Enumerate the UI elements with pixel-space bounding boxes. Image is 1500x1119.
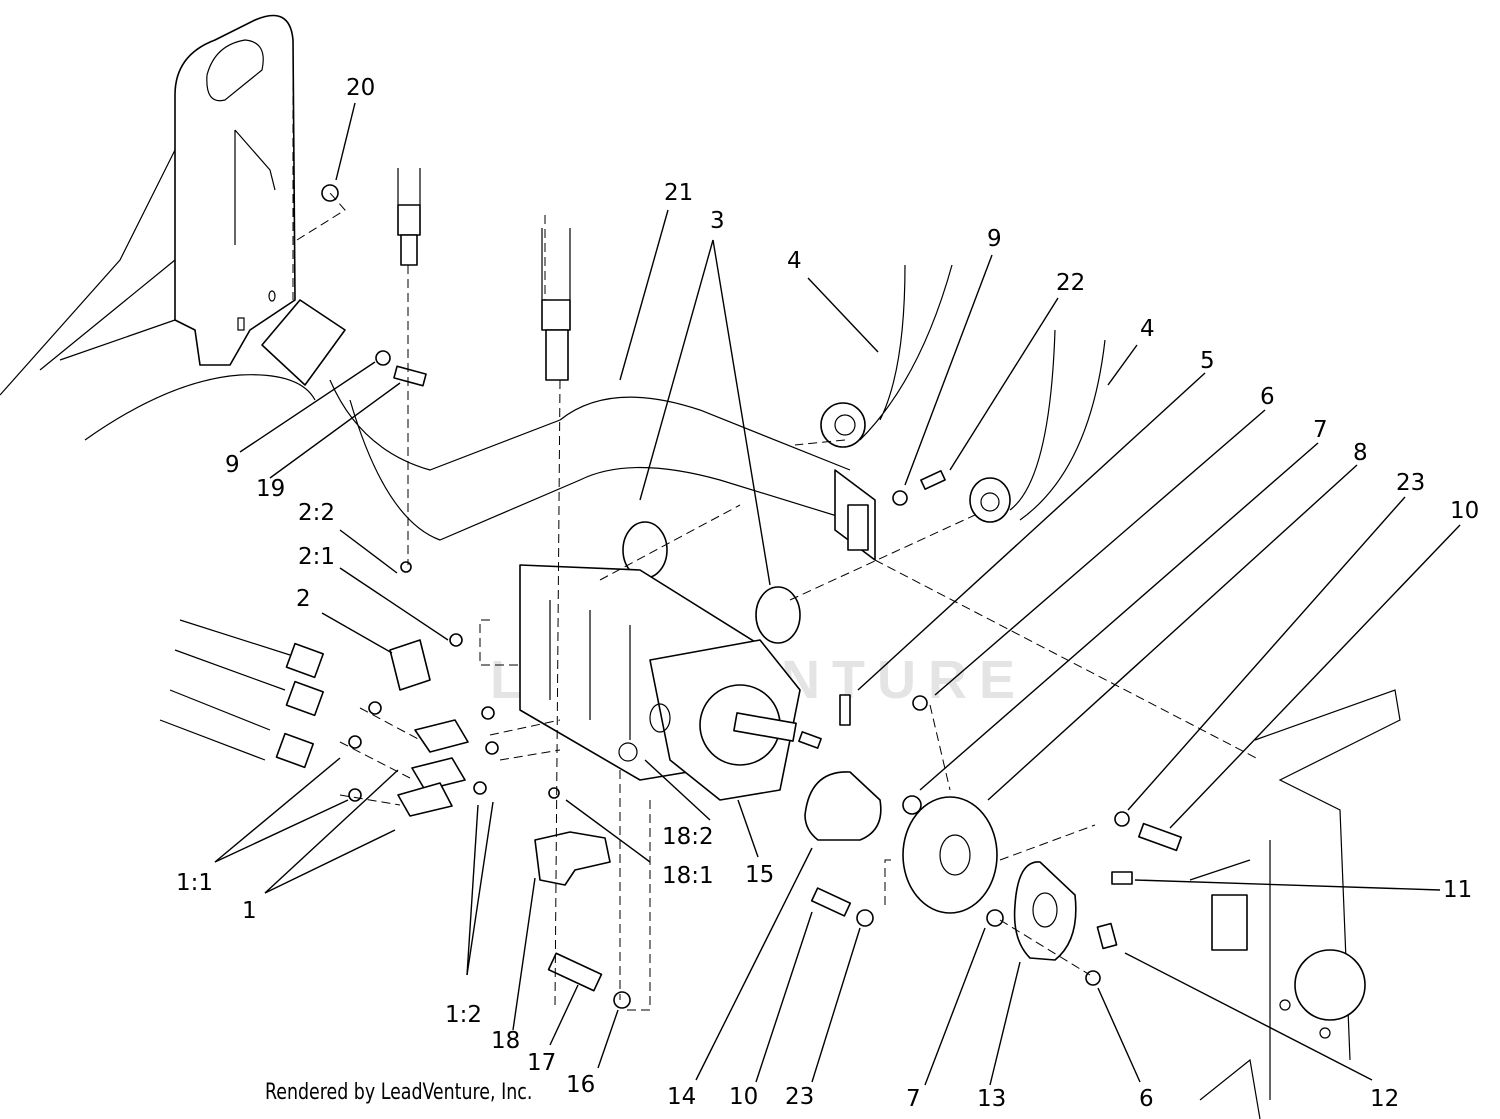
callout-1: 1 [242,898,257,924]
footer-credit: Rendered by LeadVenture, Inc. [265,1080,533,1105]
suction-hoses [820,264,1106,523]
callout-2: 2 [296,586,311,612]
callout-6: 6 [1139,1086,1154,1112]
callout-8: 8 [1353,440,1368,466]
tube-21 [329,379,876,561]
callout-1-2: 1:2 [445,1002,482,1028]
left-frame-bracket [0,14,316,441]
small-mount-bracket [261,299,346,386]
callout-6: 6 [1260,384,1275,410]
callout-14: 14 [667,1084,696,1110]
couplers [902,795,1077,961]
callout-2-2: 2:2 [298,500,335,526]
callout-10: 10 [1450,498,1479,524]
callout-16: 16 [566,1072,595,1098]
callout-1-1: 1:1 [176,870,213,896]
elbow-fitting-18 [534,831,611,886]
callout-3: 3 [710,208,725,234]
mount-plate-14 [804,771,882,841]
fasteners [321,184,1182,1009]
callout-7: 7 [906,1086,921,1112]
callout-9: 9 [225,452,240,478]
callout-18: 18 [491,1028,520,1054]
callout-23: 23 [785,1084,814,1110]
callout-22: 22 [1056,270,1085,296]
callout-4: 4 [787,248,802,274]
callout-leaders [214,102,1461,1086]
callout-5: 5 [1200,348,1215,374]
callout-18-2: 18:2 [662,824,714,850]
callout-7: 7 [1313,417,1328,443]
callout-20: 20 [346,75,375,101]
callout-2-1: 2:1 [298,544,335,570]
hydraulic-hoses-top [397,168,571,381]
callout-9: 9 [987,226,1002,252]
callout-15: 15 [745,862,774,888]
alignment-lines [292,40,1261,1011]
callout-18-1: 18:1 [662,863,714,889]
callout-12: 12 [1370,1086,1399,1112]
callout-labels: 20 21 3 4 9 22 4 5 6 7 8 23 10 9 19 2:2 … [176,75,1479,1112]
right-frame [1189,689,1401,1119]
callout-13: 13 [977,1086,1006,1112]
callout-17: 17 [527,1050,556,1076]
callout-10: 10 [729,1084,758,1110]
callout-11: 11 [1443,877,1472,903]
hose-fittings-left [159,561,560,817]
callout-21: 21 [664,180,693,206]
callout-19: 19 [256,476,285,502]
callout-23: 23 [1396,470,1425,496]
callout-4: 4 [1140,316,1155,342]
hydraulic-pump-assembly [519,564,801,801]
